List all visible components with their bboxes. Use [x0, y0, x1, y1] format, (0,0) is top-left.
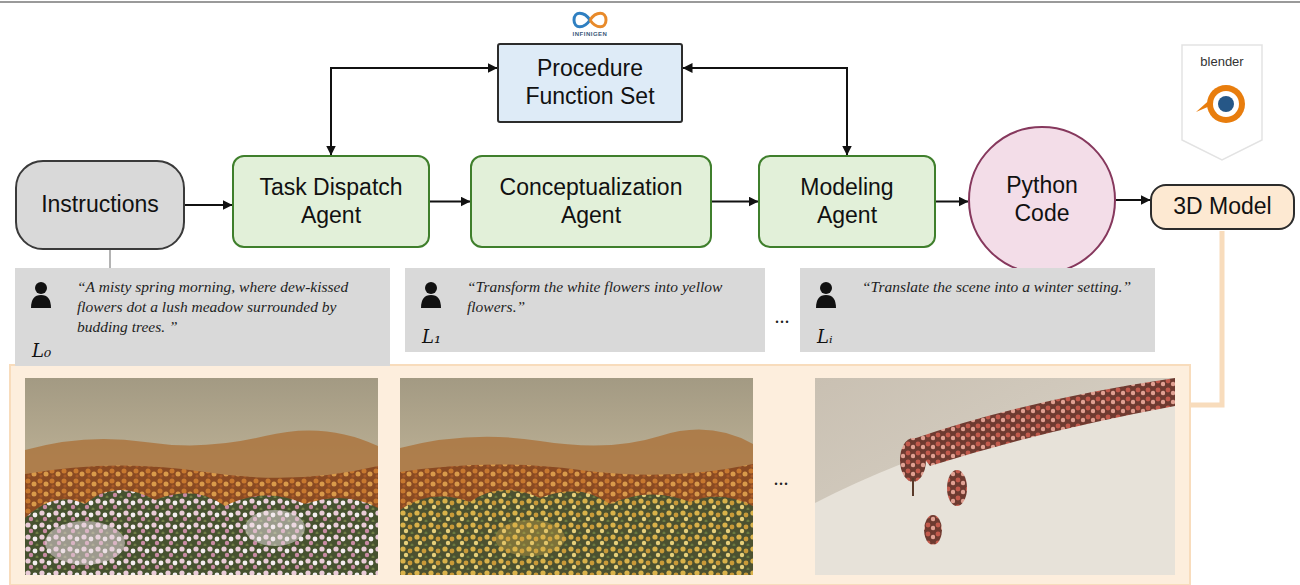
node-label: 3D Model — [1173, 193, 1271, 221]
flow-arrow — [683, 68, 847, 155]
node-label: Modeling Agent — [782, 174, 912, 229]
logo-text: INFINIGEN — [573, 31, 608, 37]
flow-arrow — [430, 201, 470, 203]
code-circle: Python Code — [968, 126, 1116, 274]
node-label: Task Dispatch Agent — [246, 174, 416, 229]
node-label: Instructions — [41, 191, 159, 219]
logo-text: blender — [1200, 54, 1243, 69]
instruction-panel: “A misty spring morning, where dew-kisse… — [15, 268, 390, 366]
instruction-index: L₀ — [32, 340, 51, 362]
instruction-quote: “Transform the white flowers into yellow… — [467, 277, 757, 317]
link-line — [109, 250, 111, 268]
node-label: Conceptualization Agent — [486, 174, 696, 229]
flow-arrow — [712, 201, 758, 203]
person-icon — [420, 281, 442, 309]
node-label: Procedure Function Set — [505, 55, 675, 110]
agent-box: Conceptualization Agent — [470, 155, 712, 248]
instruction-panel: “Transform the white flowers into yellow… — [405, 268, 765, 352]
agent-box: Modeling Agent — [758, 155, 936, 248]
function-set-box: Procedure Function Set — [497, 43, 683, 123]
flow-arrow — [936, 201, 968, 203]
instruction-quote: “A misty spring morning, where dew-kisse… — [77, 277, 377, 337]
flow-arrow — [331, 68, 497, 155]
flow-arrow — [185, 204, 232, 206]
instruction-index: L₁ — [422, 326, 441, 348]
person-icon — [815, 281, 837, 309]
output-box: 3D Model — [1150, 184, 1295, 230]
input-box: Instructions — [15, 160, 185, 250]
ellipsis: ... — [775, 305, 790, 328]
instruction-quote: “Translate the scene into a winter setti… — [862, 277, 1147, 297]
flow-arrow — [1116, 199, 1150, 201]
ellipsis: ... — [774, 467, 789, 490]
instruction-index: Lᵢ — [817, 326, 833, 348]
instruction-panel: “Translate the scene into a winter setti… — [800, 268, 1155, 352]
person-icon — [30, 281, 52, 309]
node-label: Python Code — [997, 172, 1087, 227]
agent-box: Task Dispatch Agent — [232, 155, 430, 248]
